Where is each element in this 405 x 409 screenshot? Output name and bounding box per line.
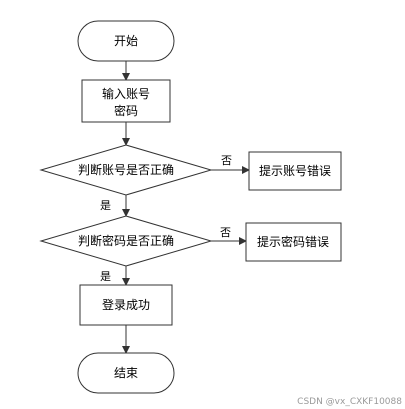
password-error-label: 提示密码错误 xyxy=(257,234,329,249)
input-label-line1: 输入账号 xyxy=(102,86,150,101)
login-success-box xyxy=(79,284,173,326)
no-label-1: 否 xyxy=(221,154,232,167)
no-label-2: 否 xyxy=(220,226,231,239)
check-account-label: 判断账号是否正确 xyxy=(78,162,174,177)
start-label: 开始 xyxy=(114,34,138,48)
input-process-box xyxy=(81,79,171,123)
yes-label-1: 是 xyxy=(100,199,111,212)
input-label-line2: 密码 xyxy=(114,103,138,118)
account-error-box xyxy=(248,151,342,191)
account-error-label: 提示账号错误 xyxy=(259,163,331,178)
login-success-label: 登录成功 xyxy=(102,297,150,312)
yes-label-2: 是 xyxy=(100,270,111,283)
check-password-label: 判断密码是否正确 xyxy=(78,233,174,248)
password-error-box xyxy=(245,222,342,262)
csdn-watermark: CSDN @vx_CXKF10088 xyxy=(297,397,402,407)
end-terminal xyxy=(77,352,175,394)
end-label: 结束 xyxy=(114,366,138,380)
